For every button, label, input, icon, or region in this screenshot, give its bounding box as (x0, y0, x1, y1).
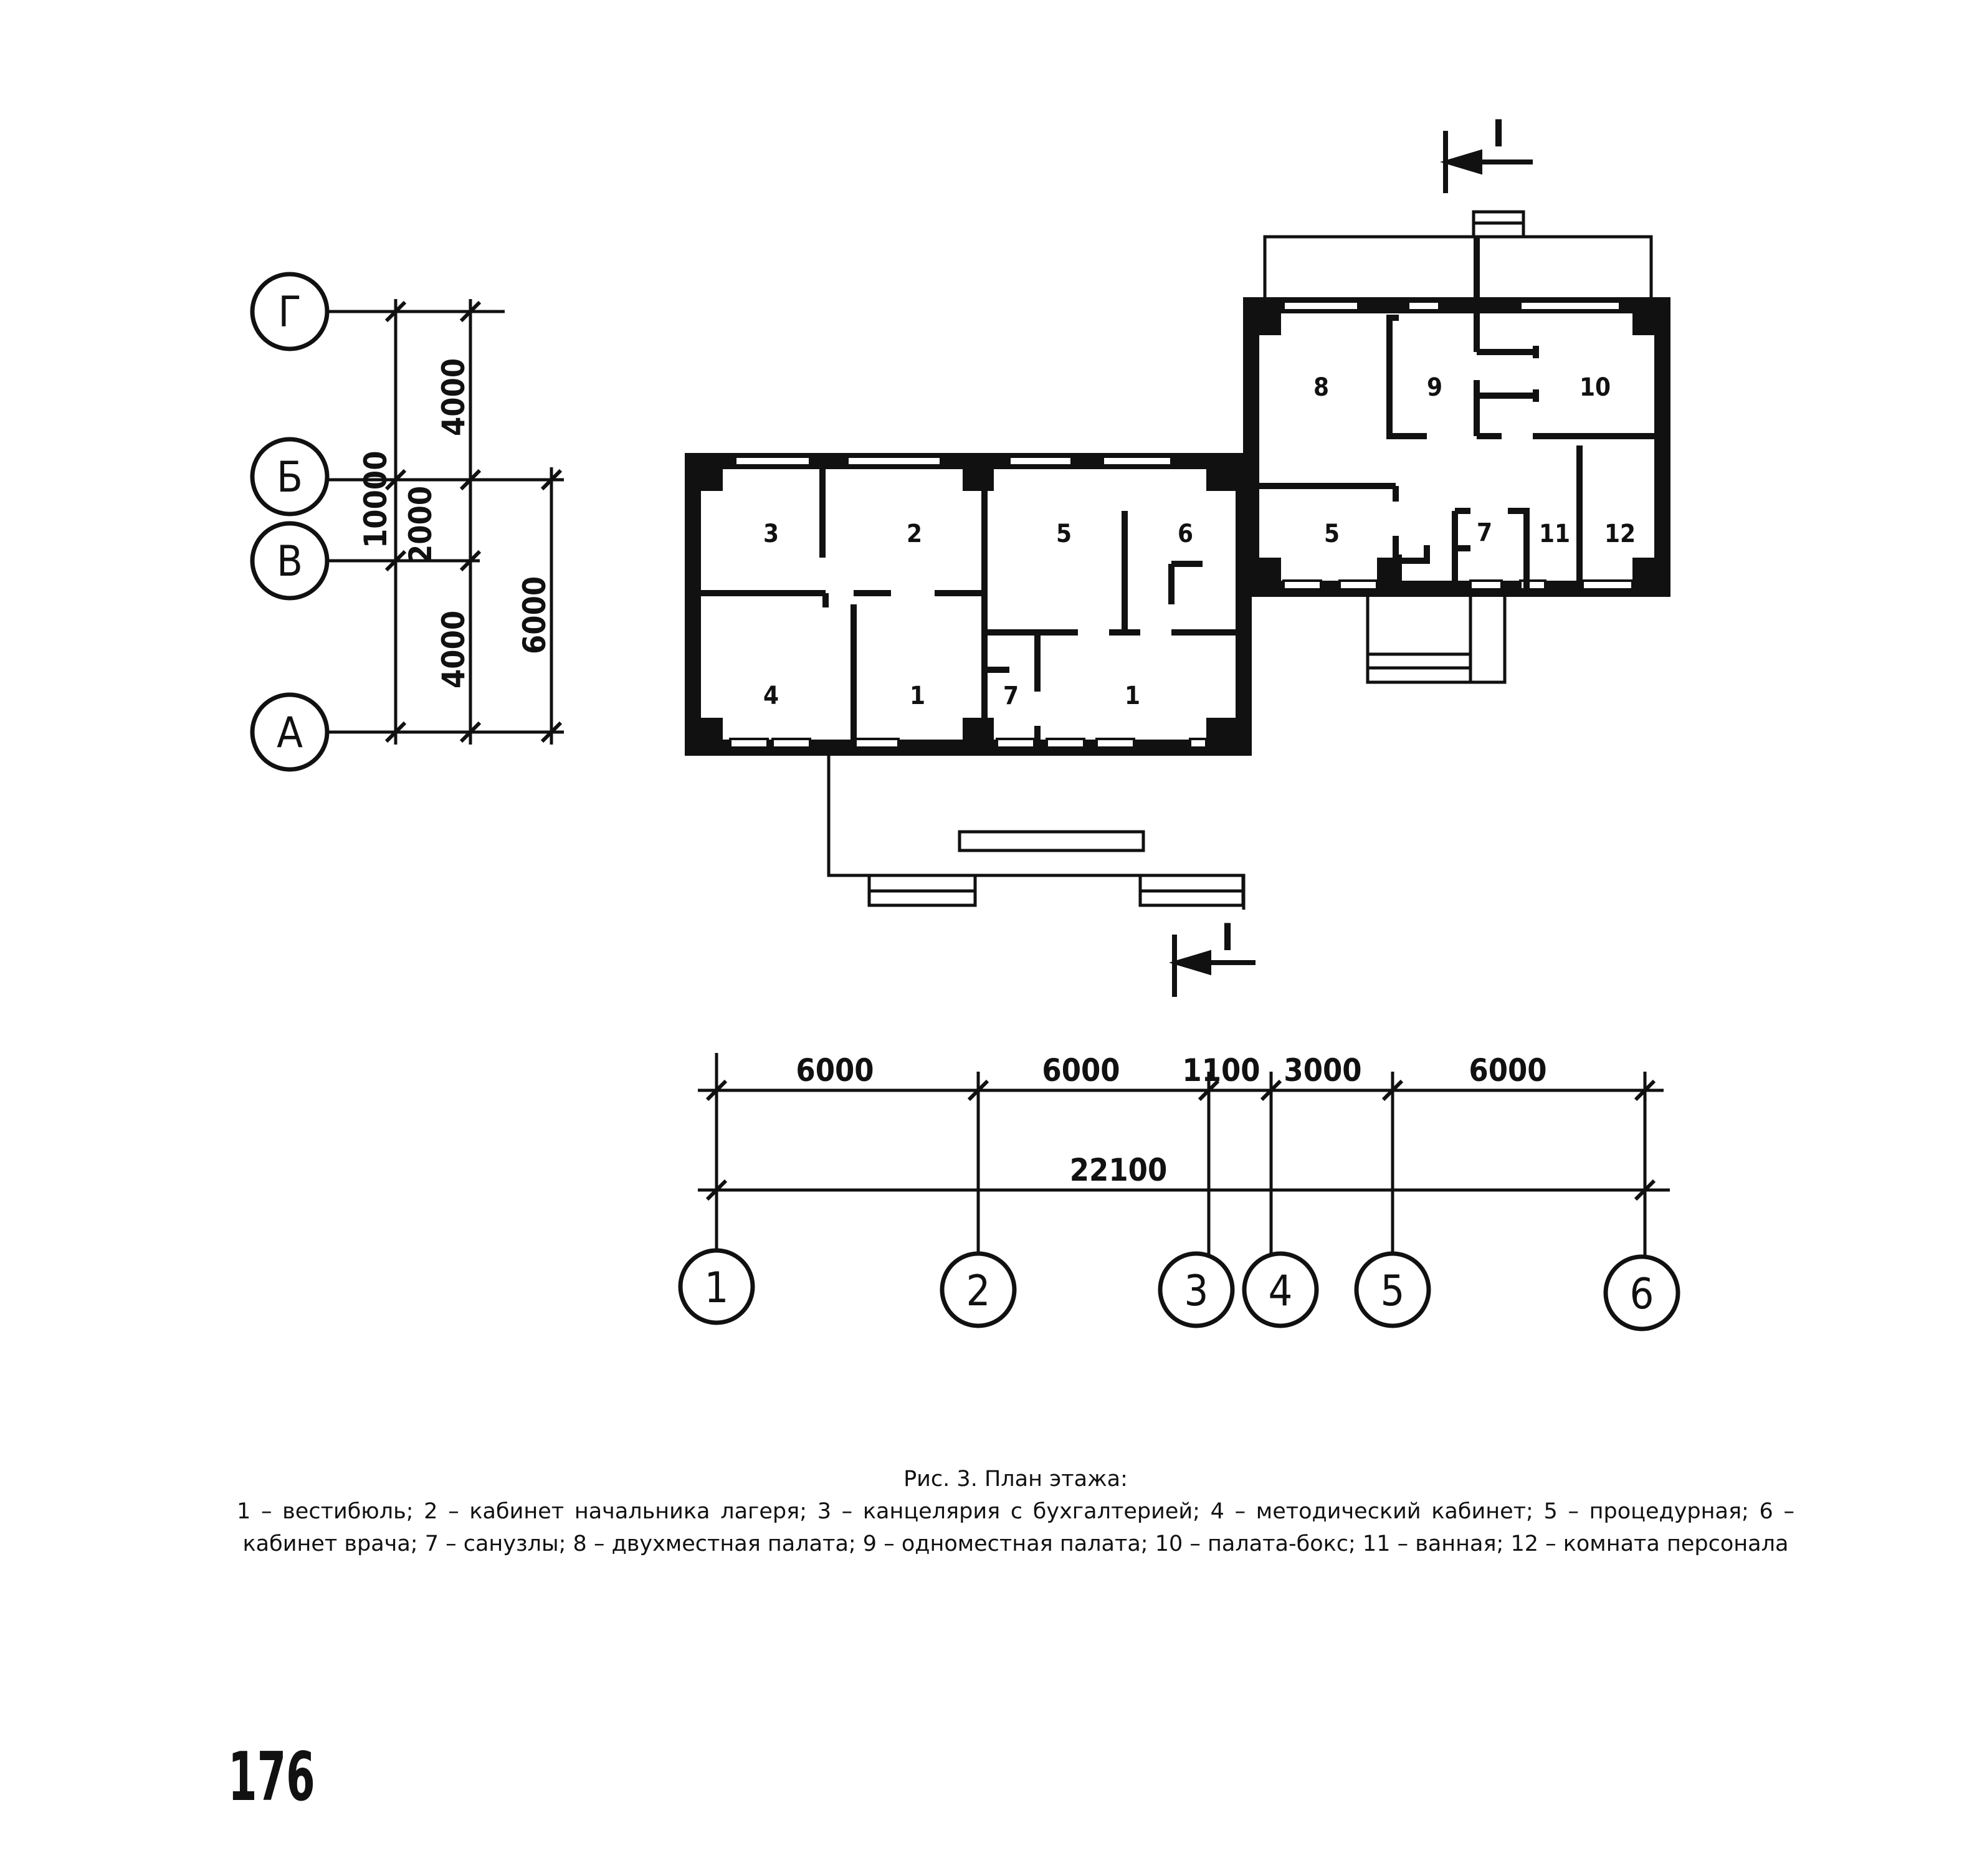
axis-label-1: 1 (705, 1264, 729, 1313)
room-label-8: 8 (1313, 373, 1329, 402)
page-number: 176 (228, 1738, 315, 1816)
bench (958, 830, 1145, 852)
svg-text:I: I (1492, 112, 1505, 156)
room-label-5b: 5 (1324, 520, 1340, 548)
room-label-1b: 1 (1125, 682, 1140, 710)
horizontal-dimension-labels: 6000 6000 1100 3000 6000 22100 (796, 1052, 1546, 1188)
left-block (685, 453, 1252, 910)
room-label-2: 2 (907, 520, 922, 548)
room-labels: 3 2 4 1 5 6 7 1 8 9 10 5 7 11 12 (763, 373, 1636, 710)
dim-22100: 22100 (1070, 1152, 1168, 1188)
room-label-3: 3 (763, 520, 779, 548)
windows-top (734, 455, 1173, 467)
axis-label-G: Г (278, 288, 301, 337)
axis-label-B: Б (277, 453, 303, 502)
dim-6000-a: 6000 (796, 1052, 874, 1088)
row-axis-markers: Г Б В А (250, 272, 330, 772)
room-label-11: 11 (1539, 520, 1570, 548)
entrance-porch (827, 748, 1246, 910)
room-label-4: 4 (763, 682, 779, 710)
horizontal-dimensions (698, 1053, 1670, 1271)
room-label-6: 6 (1178, 520, 1193, 548)
dim-2000: 2000 (403, 486, 439, 564)
axis-label-A: А (277, 708, 303, 758)
dim-6000-vertical: 6000 (517, 576, 553, 654)
room-label-10: 10 (1580, 373, 1611, 402)
svg-text:I: I (1221, 916, 1234, 959)
interior-partitions (693, 461, 1244, 748)
section-mark-bottom: I (1169, 916, 1256, 997)
room-label-5: 5 (1056, 520, 1072, 548)
section-mark-top: I (1440, 112, 1533, 193)
dim-6000-c: 6000 (1469, 1052, 1546, 1088)
dim-4000-bottom: 4000 (436, 611, 472, 688)
room-label-12: 12 (1604, 520, 1636, 548)
vertical-dimensions (327, 299, 564, 745)
caption-title: Рис. 3. План этажа: (903, 1467, 1128, 1492)
axis-label-3: 3 (1184, 1267, 1209, 1316)
axis-label-4: 4 (1269, 1267, 1293, 1316)
north-terrace (1263, 210, 1653, 305)
room-label-1: 1 (910, 682, 925, 710)
room-label-7b: 7 (1477, 518, 1492, 547)
right-partitions (1251, 237, 1662, 589)
right-windows-top (1282, 300, 1621, 312)
windows-bottom (729, 738, 1208, 749)
caption-legend: 1 – вестибюль; 2 – кабинет начальника ла… (237, 1499, 1794, 1556)
dim-4000-top: 4000 (436, 358, 472, 436)
dim-3000: 3000 (1284, 1052, 1361, 1088)
dim-6000-b: 6000 (1042, 1052, 1120, 1088)
wall-columns (685, 454, 1244, 755)
dim-1100: 1100 (1182, 1052, 1260, 1088)
figure-caption: Рис. 3. План этажа: 1 – вестибюль; 2 – к… (237, 1463, 1794, 1560)
column-axis-markers: 1 2 3 4 5 6 (678, 1248, 1680, 1331)
room-label-9: 9 (1427, 373, 1442, 402)
east-porch (1366, 589, 1507, 684)
vertical-dimension-labels: 4000 2000 4000 10000 6000 (358, 358, 553, 688)
right-block (1243, 210, 1670, 684)
axis-label-5: 5 (1381, 1267, 1405, 1316)
axis-label-V: В (277, 537, 303, 586)
axis-label-2: 2 (966, 1267, 991, 1316)
dim-10000: 10000 (358, 451, 394, 549)
room-label-7: 7 (1003, 682, 1019, 710)
axis-label-6: 6 (1630, 1270, 1654, 1319)
